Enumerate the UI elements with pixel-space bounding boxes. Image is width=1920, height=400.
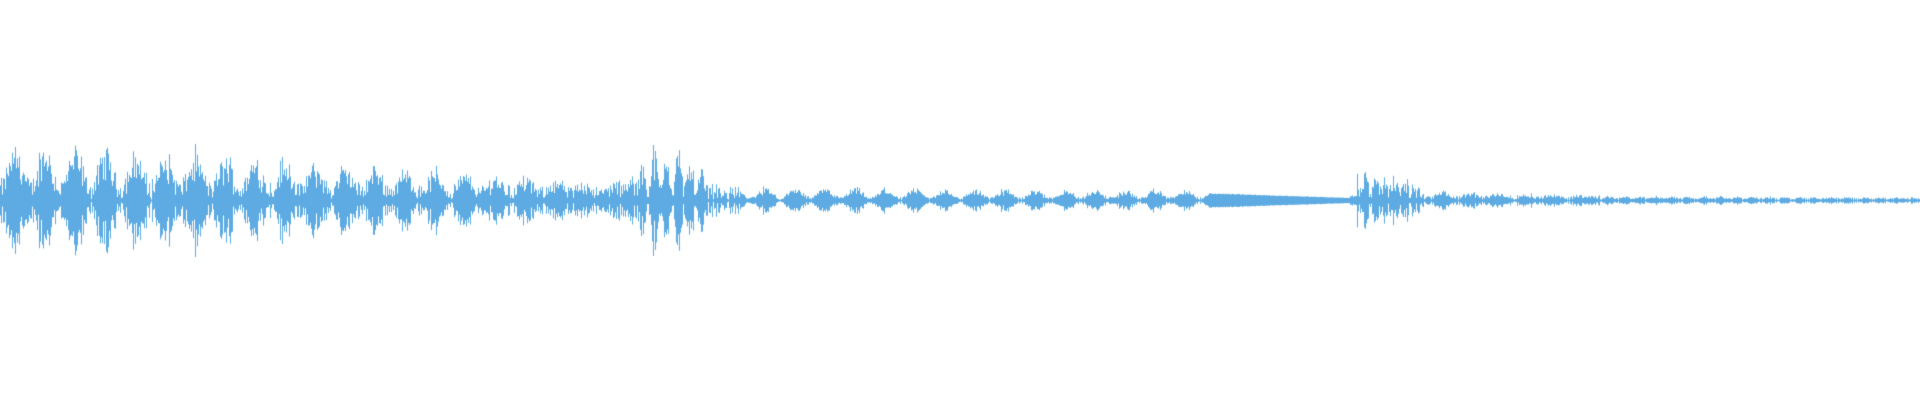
audio-waveform-panel[interactable] <box>0 0 1920 400</box>
audio-waveform[interactable] <box>0 0 1920 400</box>
